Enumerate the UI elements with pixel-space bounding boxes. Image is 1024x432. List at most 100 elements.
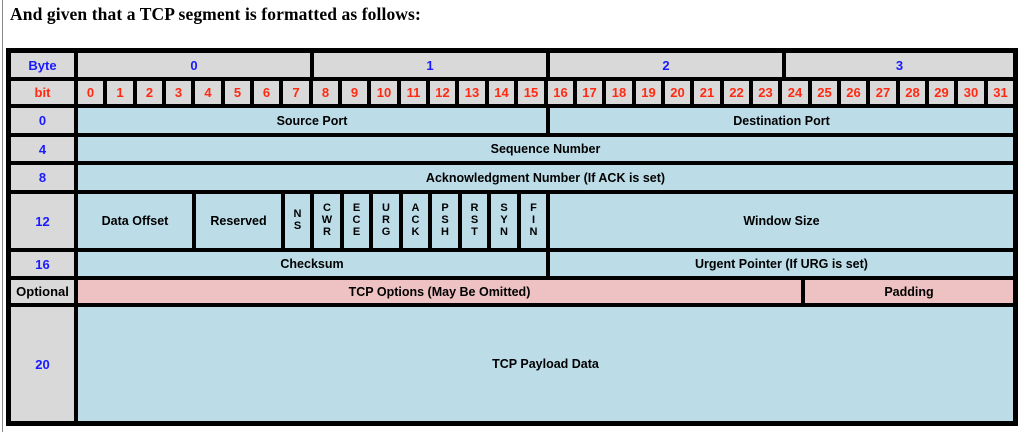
byte-number-2: 2 [548, 51, 784, 79]
field-padding: Padding [803, 278, 1015, 305]
bit-number-17: 17 [575, 79, 604, 106]
flag-letter: S [293, 220, 302, 232]
offset-row-4: 4 Sequence Number [9, 135, 1015, 163]
flag-letter: F [530, 202, 537, 215]
row-label-20: 20 [9, 305, 76, 423]
field-tcp-payload: TCP Payload Data [76, 305, 1015, 423]
bit-number-15: 15 [516, 79, 546, 106]
flag-letter: N [529, 225, 538, 238]
flag-letter: H [441, 225, 449, 238]
flag-letter: N [293, 208, 302, 221]
field-source-port: Source Port [76, 106, 548, 135]
flag-letter: S [470, 214, 479, 227]
offset-row-8: 8 Acknowledgment Number (If ACK is set) [9, 163, 1015, 192]
bit-number-22: 22 [722, 79, 751, 106]
byte-header-row: Byte 0 1 2 3 [9, 51, 1015, 79]
row-label-optional: Optional [9, 278, 76, 305]
bit-number-14: 14 [487, 79, 516, 106]
bit-number-31: 31 [986, 79, 1015, 106]
field-window-size: Window Size [548, 192, 1015, 250]
row-label-8: 8 [9, 163, 76, 192]
flag-letter: R [470, 202, 479, 215]
byte-number-3: 3 [784, 51, 1015, 79]
bit-number-29: 29 [927, 79, 956, 106]
corner-label-bit: bit [9, 79, 76, 106]
flag-letter: Y [500, 214, 508, 227]
flag-letter: S [441, 214, 449, 227]
byte-number-0: 0 [76, 51, 312, 79]
flag-letter: U [382, 202, 390, 215]
row-label-4: 4 [9, 135, 76, 163]
flag-letter: T [471, 225, 478, 238]
bit-number-25: 25 [810, 79, 839, 106]
field-urgent-pointer: Urgent Pointer (If URG is set) [548, 250, 1015, 278]
flag-letter: I [531, 214, 536, 227]
bit-number-26: 26 [839, 79, 868, 106]
bit-number-18: 18 [604, 79, 634, 106]
field-reserved: Reserved [194, 192, 283, 250]
offset-row-optional: Optional TCP Options (May Be Omitted) Pa… [9, 278, 1015, 305]
flag-letter: E [352, 225, 361, 238]
intro-text: And given that a TCP segment is formatte… [10, 4, 421, 24]
bit-number-2: 2 [135, 79, 164, 106]
document-edge-line [2, 0, 3, 432]
bit-number-24: 24 [780, 79, 810, 106]
bit-number-19: 19 [634, 79, 663, 106]
flag-letter: C [411, 214, 420, 227]
bit-number-3: 3 [164, 79, 193, 106]
field-checksum: Checksum [76, 250, 548, 278]
field-data-offset: Data Offset [76, 192, 194, 250]
byte-number-1: 1 [312, 51, 548, 79]
offset-row-16: 16 Checksum Urgent Pointer (If URG is se… [9, 250, 1015, 278]
flag-letter: R [382, 214, 390, 227]
bit-number-10: 10 [369, 79, 399, 106]
flag-letter: C [323, 202, 331, 215]
bit-number-0: 0 [76, 79, 105, 106]
flag-letter: N [500, 225, 508, 238]
bit-number-30: 30 [956, 79, 986, 106]
flag-letter: A [411, 202, 420, 215]
flag-letter: E [352, 202, 361, 215]
bit-number-8: 8 [311, 79, 340, 106]
flag-letter: C [352, 214, 361, 227]
flag-letter: G [381, 225, 391, 238]
bit-number-28: 28 [898, 79, 927, 106]
bit-number-20: 20 [663, 79, 692, 106]
field-sequence-number: Sequence Number [76, 135, 1015, 163]
flag-letter: K [411, 225, 420, 238]
offset-row-0: 0 Source Port Destination Port [9, 106, 1015, 135]
bit-number-6: 6 [252, 79, 281, 106]
bit-number-21: 21 [692, 79, 722, 106]
bit-number-5: 5 [223, 79, 252, 106]
bit-number-7: 7 [281, 79, 311, 106]
bit-number-23: 23 [751, 79, 780, 106]
row-label-16: 16 [9, 250, 76, 278]
corner-label-byte: Byte [9, 51, 76, 79]
bit-number-27: 27 [868, 79, 898, 106]
bit-number-9: 9 [340, 79, 369, 106]
bit-number-4: 4 [193, 79, 223, 106]
bit-number-13: 13 [457, 79, 487, 106]
flag-letter: R [323, 225, 331, 238]
flag-letter: P [441, 202, 449, 215]
field-destination-port: Destination Port [548, 106, 1015, 135]
bit-number-11: 11 [399, 79, 428, 106]
flag-letter: S [500, 202, 508, 215]
field-acknowledgment-number: Acknowledgment Number (If ACK is set) [76, 163, 1015, 192]
bit-number-16: 16 [546, 79, 575, 106]
row-label-0: 0 [9, 106, 76, 135]
row-label-12: 12 [9, 192, 76, 250]
bit-number-12: 12 [428, 79, 457, 106]
bit-number-1: 1 [105, 79, 135, 106]
